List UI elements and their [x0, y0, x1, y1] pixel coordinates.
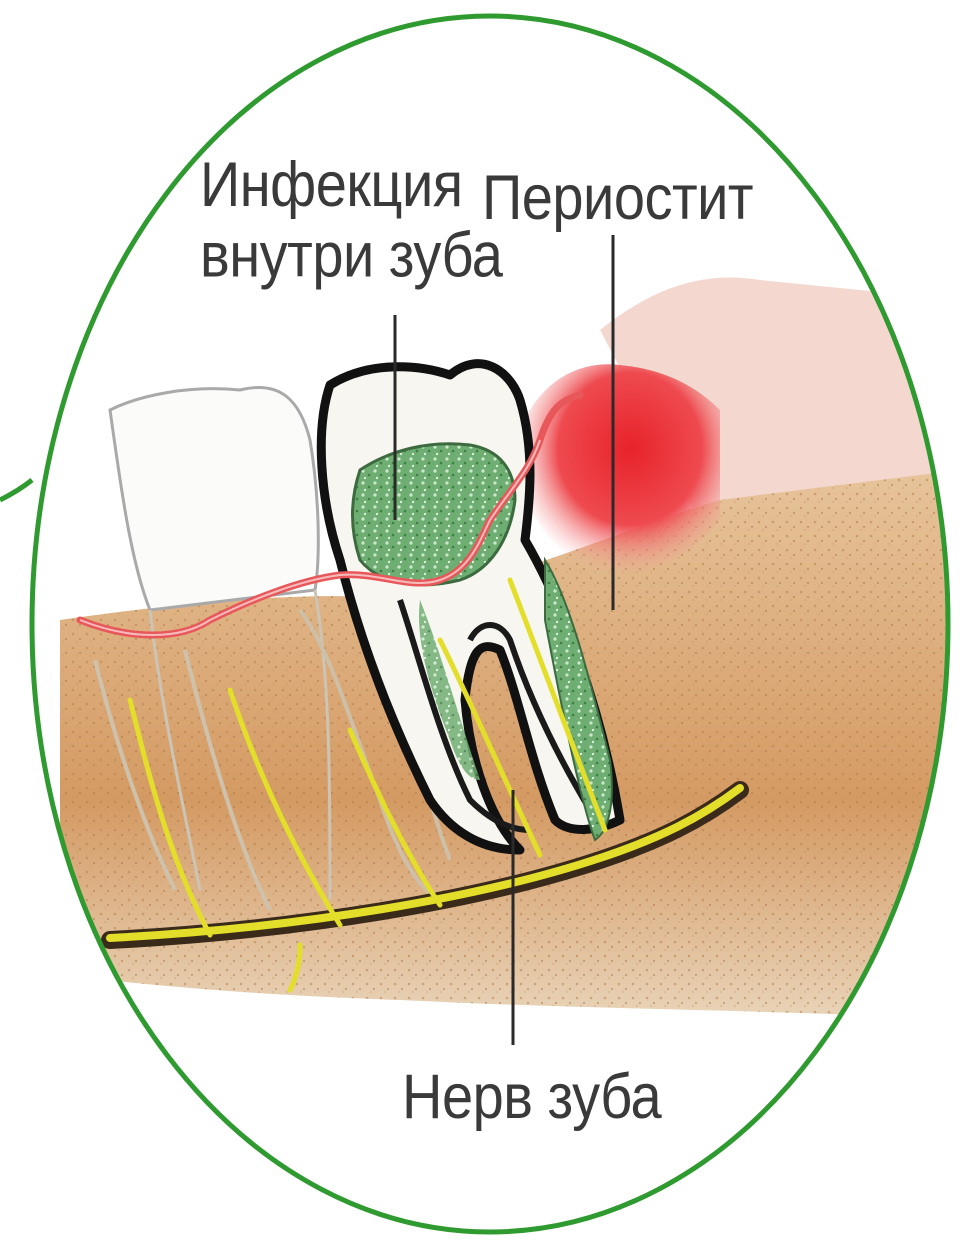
label-periostitis: Периостит: [482, 163, 753, 233]
label-tooth-nerve: Нерв зуба: [402, 1062, 661, 1132]
label-infection-line1: Инфекция: [200, 150, 502, 220]
label-infection-line2: внутри зуба: [200, 220, 502, 290]
label-infection-inside-tooth: Инфекция внутри зуба: [200, 150, 502, 290]
healthy-tooth-crown: [110, 387, 318, 610]
